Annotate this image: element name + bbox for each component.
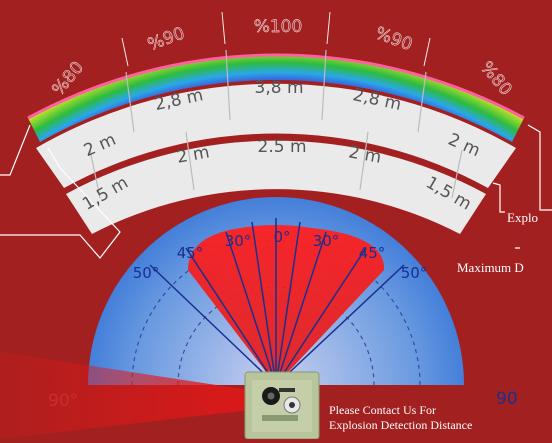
side-angle-label: 90 bbox=[496, 389, 518, 409]
low-distance-band bbox=[66, 140, 486, 234]
percent-label: %80 bbox=[476, 58, 516, 100]
angle-label: 50° bbox=[401, 264, 428, 282]
angle-label: 45° bbox=[359, 244, 386, 262]
angle-label: 50° bbox=[133, 264, 160, 282]
angle-label: 45° bbox=[177, 244, 204, 262]
callout-lines bbox=[0, 124, 552, 259]
percent-label: %100 bbox=[254, 17, 303, 37]
contact-note-line2: Explosion Detection Distance bbox=[329, 418, 472, 432]
contact-note-line1: Please Contact Us For bbox=[329, 403, 436, 417]
percent-label: %90 bbox=[373, 23, 415, 55]
side-beam bbox=[0, 352, 262, 439]
distance-label: 2.5 m bbox=[258, 137, 307, 157]
mid-distance-band bbox=[36, 83, 516, 188]
angle-label: 30° bbox=[313, 232, 340, 250]
signal-strength-arc bbox=[28, 55, 524, 142]
sensor-device bbox=[244, 371, 320, 440]
percent-label: %90 bbox=[145, 23, 187, 55]
maximum-range-label: Maximum D bbox=[457, 260, 524, 275]
angle-label: 30° bbox=[225, 232, 252, 250]
angle-spokes bbox=[149, 218, 405, 386]
angle-label: 0° bbox=[273, 228, 290, 246]
side-angle-label: 90° bbox=[48, 391, 78, 411]
explosion-range-label: Explo bbox=[507, 210, 538, 225]
distance-label: 3,8 m bbox=[255, 78, 304, 98]
